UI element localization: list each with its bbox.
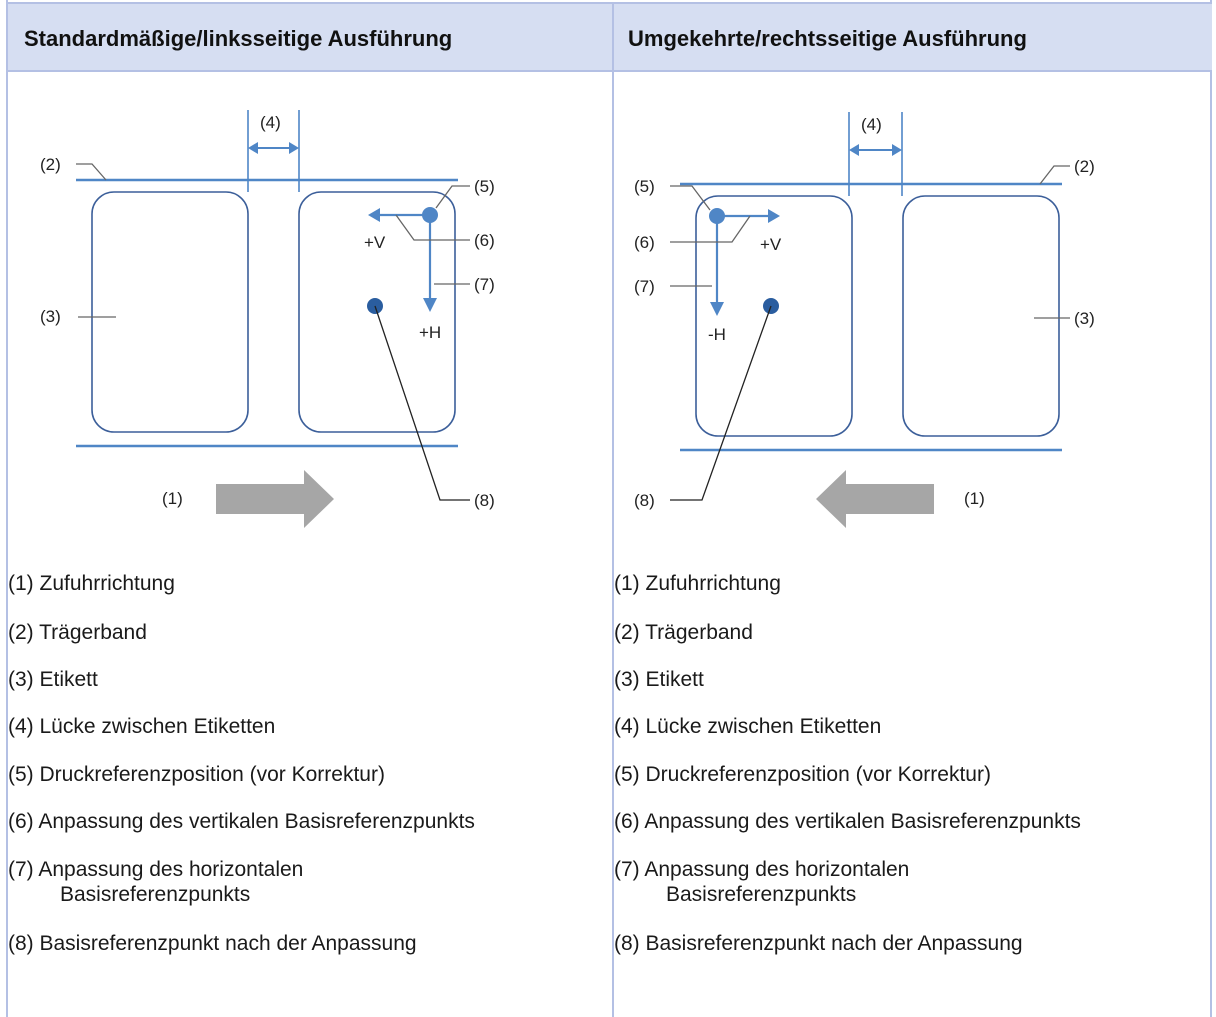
legend-item-5: (5) Druckreferenzposition (vor Korrektur…	[614, 763, 991, 786]
feed-direction-arrow	[216, 470, 334, 528]
label-n3: (3)	[1074, 309, 1095, 328]
legend-item-7-cont: Basisreferenzpunkts	[666, 883, 857, 906]
legend-item-7-cont: Basisreferenzpunkts	[60, 883, 251, 906]
label-n3: (3)	[40, 307, 61, 326]
legend-item-6: (6) Anpassung des vertikalen Basisrefere…	[614, 810, 1081, 833]
gap-arrowhead-left	[849, 144, 859, 156]
callout-8	[374, 305, 470, 501]
label-n5: (5)	[474, 177, 495, 196]
legend-item-6: (6) Anpassung des vertikalen Basisrefere…	[8, 810, 475, 833]
label-2	[298, 191, 456, 433]
label-1	[91, 191, 249, 433]
callout-5	[435, 185, 470, 209]
label-n6: (6)	[474, 231, 495, 250]
gap-arrowhead-right	[892, 144, 902, 156]
header-left-title: Standardmäßige/linksseitige Ausführung	[24, 26, 453, 51]
label-2	[902, 195, 1060, 437]
header-right-title: Umgekehrte/rechtsseitige Ausführung	[628, 26, 1027, 51]
callout-2	[1039, 165, 1070, 185]
label-n8: (8)	[634, 491, 655, 510]
legend-item-2: (2) Trägerband	[8, 621, 147, 644]
gap-arrowhead-right	[289, 142, 299, 154]
callout-5	[670, 185, 711, 211]
legend-item-3: (3) Etikett	[614, 668, 704, 691]
label-plus-h: +H	[419, 323, 441, 342]
legend-item-4: (4) Lücke zwischen Etiketten	[8, 715, 276, 738]
comparison-table: Standardmäßige/linksseitige Ausführung U…	[6, 0, 1212, 1017]
legend-item-5: (5) Druckreferenzposition (vor Korrektur…	[8, 763, 385, 786]
diagram-reverse: (4) (2) (3) +V -H (5) (6) (7) (8) (1)	[634, 112, 1095, 528]
legend-item-1: (1) Zufuhrrichtung	[614, 572, 781, 595]
h-adjust-arrowhead	[423, 298, 437, 312]
callout-8	[670, 305, 772, 501]
label-n2: (2)	[40, 155, 61, 174]
callout-6	[670, 215, 751, 243]
label-n7: (7)	[474, 275, 495, 294]
label-plus-v: +V	[760, 235, 782, 254]
label-n7: (7)	[634, 277, 655, 296]
gap-arrowhead-left	[248, 142, 258, 154]
label-n2: (2)	[1074, 157, 1095, 176]
label-n8: (8)	[474, 491, 495, 510]
legend-item-4: (4) Lücke zwischen Etiketten	[614, 715, 882, 738]
feed-direction-arrow	[816, 470, 934, 528]
v-adjust-arrowhead	[368, 208, 380, 222]
callout-2	[76, 163, 107, 181]
column-divider	[612, 2, 614, 1017]
print-reference-dot	[422, 207, 438, 223]
label-n5: (5)	[634, 177, 655, 196]
legend-item-3: (3) Etikett	[8, 668, 98, 691]
legend-item-7: (7) Anpassung des horizontalen	[614, 858, 910, 881]
label-n4: (4)	[861, 115, 882, 134]
label-plus-v: +V	[364, 233, 386, 252]
label-minus-h: -H	[708, 325, 726, 344]
diagram-standard: (4) (2) (3) +V +H (5) (6) (7) (8) (1)	[40, 110, 495, 528]
legend-item-7: (7) Anpassung des horizontalen	[8, 858, 304, 881]
legend-item-2: (2) Trägerband	[614, 621, 753, 644]
v-adjust-arrowhead	[768, 209, 780, 223]
label-1	[695, 195, 853, 437]
legend-item-1: (1) Zufuhrrichtung	[8, 572, 175, 595]
print-reference-dot	[709, 208, 725, 224]
label-n6: (6)	[634, 233, 655, 252]
h-adjust-arrowhead	[710, 302, 724, 316]
label-n1: (1)	[162, 489, 183, 508]
label-n4: (4)	[260, 113, 281, 132]
legend-item-8: (8) Basisreferenzpunkt nach der Anpassun…	[8, 932, 417, 955]
legend-item-8: (8) Basisreferenzpunkt nach der Anpassun…	[614, 932, 1023, 955]
callout-6	[395, 214, 470, 241]
label-n1: (1)	[964, 489, 985, 508]
header-cell-right: Umgekehrte/rechtsseitige Ausführung	[612, 2, 1212, 72]
header-cell-left: Standardmäßige/linksseitige Ausführung	[8, 2, 612, 72]
